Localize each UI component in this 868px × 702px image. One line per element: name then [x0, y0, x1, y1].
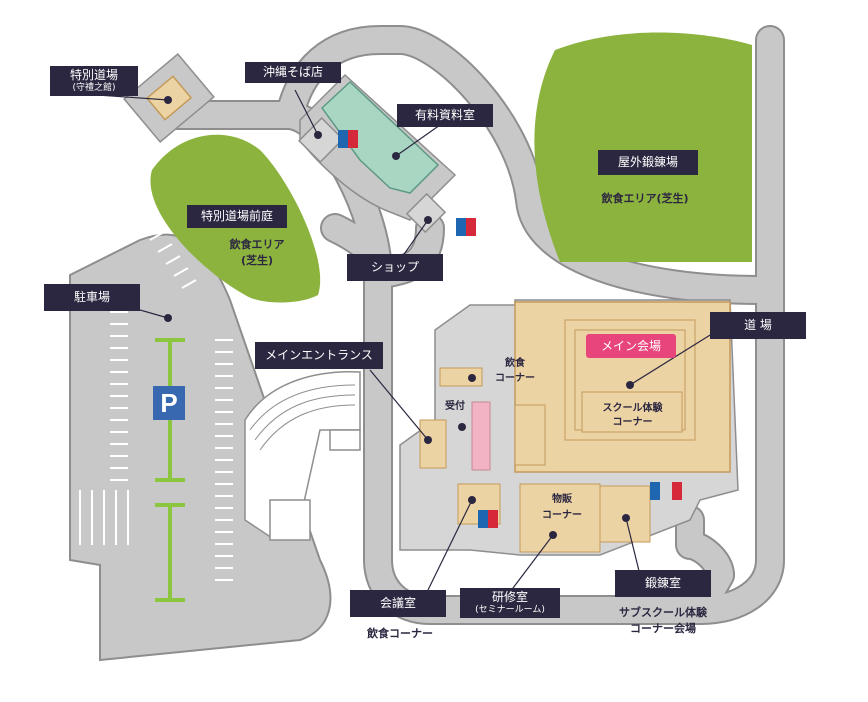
restroom-icon	[338, 130, 682, 528]
label-main-venue: メイン会場	[586, 334, 676, 358]
text-sub-school-1: サブスクール体験	[619, 606, 707, 619]
text-food-2: コーナー	[495, 373, 535, 384]
label-meeting-room: 会議室	[350, 590, 446, 617]
side-room	[514, 404, 546, 466]
shop-block	[405, 192, 447, 234]
parking-stalls	[79, 231, 233, 581]
text-dining-area-left-1: 飲食エリア	[229, 238, 285, 251]
label-special-dojo: 特別道場 (守禮之館)	[50, 66, 138, 96]
label-parking: 駐車場	[44, 284, 140, 311]
text-food-1: 飲食	[505, 358, 525, 369]
parking-letter: P	[160, 388, 178, 418]
label-paid-resources: 有料資料室	[397, 104, 493, 127]
soba-shop-block	[298, 117, 344, 163]
text-dining-area-right: 飲食エリア(芝生)	[601, 192, 689, 205]
text-reception: 受付	[445, 401, 465, 412]
entrance-room	[419, 419, 447, 469]
label-special-dojo-garden: 特別道場前庭	[187, 205, 287, 228]
label-okinawa-soba: 沖縄そば店	[245, 62, 341, 83]
training-room	[519, 483, 601, 553]
grass-outdoor-training	[534, 32, 752, 262]
text-dining-corner-bottom: 飲食コーナー	[367, 627, 433, 640]
text-sub-school-2: コーナー会場	[630, 622, 696, 635]
label-main-entrance: メインエントランス	[255, 342, 383, 369]
text-shop-1: 物販	[552, 494, 572, 505]
label-shop: ショップ	[347, 254, 443, 281]
parking-lot	[69, 233, 332, 662]
leader-lines	[97, 89, 716, 593]
text-school-1: スクール体験	[602, 403, 663, 414]
label-training-room: 研修室 (セミナールーム)	[460, 588, 560, 618]
label-outdoor-training: 屋外鍛錬場	[598, 150, 698, 175]
training-room-subtitle: (セミナールーム)	[475, 605, 545, 615]
tanren-room	[599, 485, 651, 543]
training-room-title: 研修室	[491, 590, 528, 604]
special-dojo-subtitle: (守禮之館)	[72, 83, 116, 93]
label-tanren-room: 鍛錬室	[615, 570, 711, 597]
text-dining-area-left-2: (芝生)	[240, 254, 274, 267]
reception-desk	[471, 401, 491, 471]
leader-dots	[164, 96, 634, 539]
parking-sign-icon	[153, 386, 185, 420]
school-zone	[581, 391, 683, 433]
entrance-plaza	[244, 371, 361, 541]
resource-room	[321, 80, 440, 194]
text-shop-2: コーナー	[542, 510, 582, 521]
special-dojo-title: 特別道場	[69, 68, 118, 82]
text-school-2: コーナー	[612, 417, 653, 428]
label-dojo: 道 場	[710, 312, 806, 339]
